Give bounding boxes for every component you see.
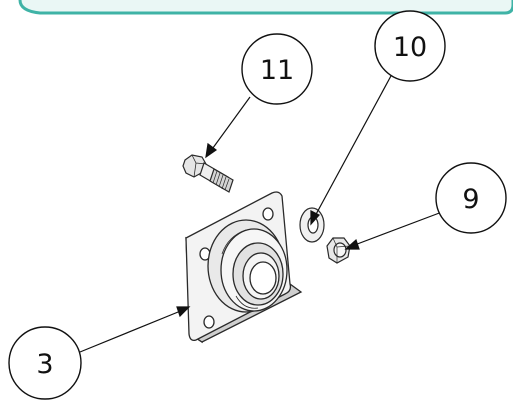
leader-3 [79, 309, 184, 353]
leader-9-arrow [344, 238, 360, 250]
balloon-3-label: 3 [36, 349, 53, 380]
flange-bearing-part [185, 191, 303, 344]
balloon-11-label: 11 [260, 55, 294, 86]
balloon-9-circle [435, 162, 507, 234]
leader-lines [79, 73, 443, 353]
balloon-3-circle [8, 326, 82, 400]
balloon-9: 9 [435, 162, 507, 234]
leader-11-arrow [205, 142, 218, 159]
balloon-9-label: 9 [462, 184, 479, 215]
balloon-11-circle [241, 33, 313, 105]
leader-10 [313, 73, 393, 219]
leader-11 [209, 96, 251, 153]
nut-part [326, 237, 351, 264]
leader-10-arrow [310, 210, 320, 226]
leader-3-arrow [176, 306, 191, 318]
balloon-10-label: 10 [393, 32, 427, 63]
balloon-11: 11 [241, 33, 313, 105]
balloon-10: 10 [374, 10, 446, 82]
balloon-3: 3 [8, 326, 82, 400]
header-band [18, 0, 513, 15]
bolt-part [182, 154, 234, 193]
balloon-10-circle [374, 10, 446, 82]
leader-9 [351, 211, 443, 247]
